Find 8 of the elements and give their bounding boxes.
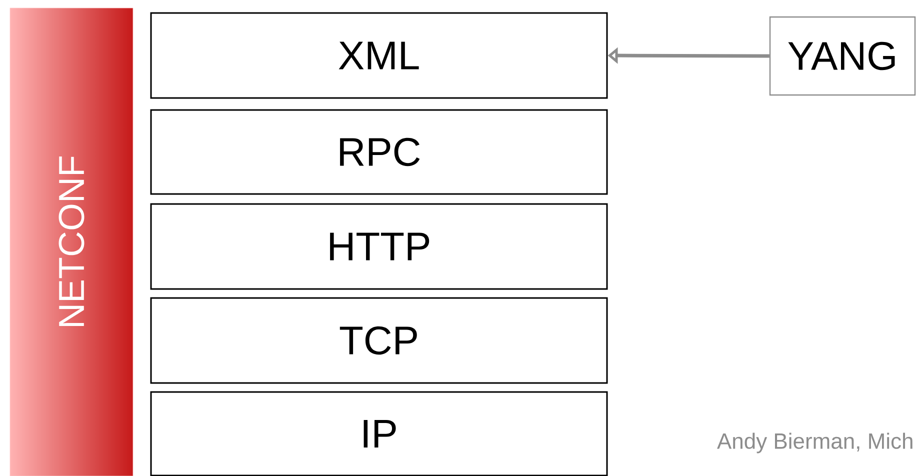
layer-box: TCP xyxy=(150,297,608,384)
credit-text: Andy Bierman, Mich xyxy=(717,432,912,454)
layer-box: RPC xyxy=(150,109,608,195)
layer-box: IP xyxy=(150,391,608,476)
layer-box: HTTP xyxy=(150,203,608,290)
netconf-bar: NETCONF xyxy=(10,8,134,476)
layer-box: XML xyxy=(150,12,608,99)
yang-box: YANG xyxy=(769,16,916,96)
